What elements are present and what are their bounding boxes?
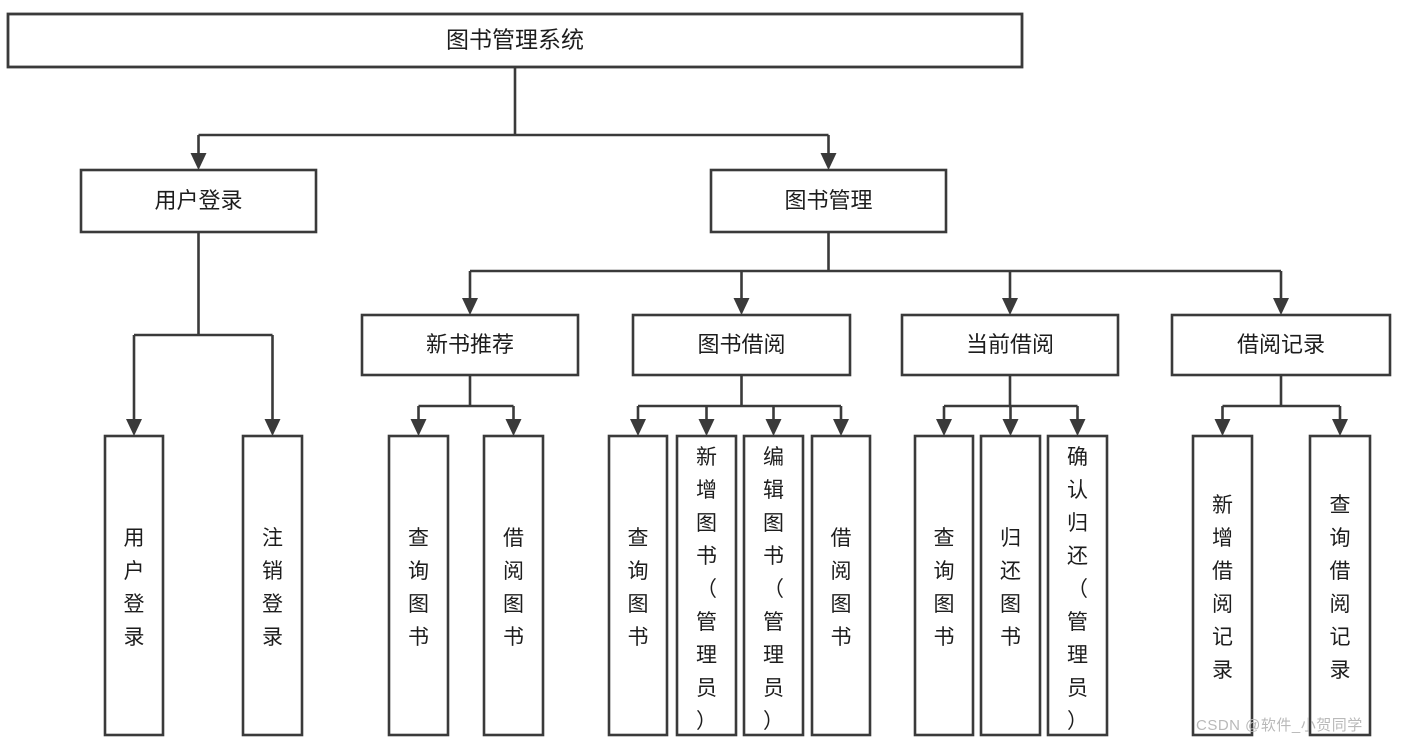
node-box[interactable] <box>482 434 545 737</box>
node-leaf-query-book-1[interactable]: 查询图书 <box>387 434 450 737</box>
node-label: 新书推荐 <box>426 332 514 357</box>
node-box[interactable] <box>742 434 805 737</box>
node-box[interactable] <box>675 434 738 737</box>
connectors-layer <box>126 67 1348 436</box>
arrow-head-icon <box>190 153 207 170</box>
node-label: 查询图书 <box>408 527 429 649</box>
node-label: 借阅图书 <box>503 527 524 649</box>
arrow-head-icon <box>1214 419 1231 436</box>
arrow-head-icon <box>936 419 952 436</box>
node-leaf-return-book[interactable]: 归还图书 <box>979 434 1042 737</box>
node-leaf-edit-book[interactable]: 编辑图书（管理员） <box>742 434 805 737</box>
node-leaf-query-book-2[interactable]: 查询图书 <box>607 434 669 737</box>
node-leaf-query-book-3[interactable]: 查询图书 <box>913 434 975 737</box>
arrow-head-icon <box>264 419 281 436</box>
node-label: 注销登录 <box>262 527 283 649</box>
node-label: 图书管理 <box>784 188 872 213</box>
node-box[interactable] <box>360 313 580 377</box>
arrow-head-icon <box>630 419 646 436</box>
arrow-head-icon <box>505 419 522 436</box>
node-box[interactable] <box>709 168 948 234</box>
node-borrow-record[interactable]: 借阅记录 <box>1170 313 1392 377</box>
node-box[interactable] <box>979 434 1042 737</box>
node-leaf-borrow-book-1[interactable]: 借阅图书 <box>482 434 545 737</box>
node-box[interactable] <box>900 313 1120 377</box>
node-leaf-logout[interactable]: 注销登录 <box>241 434 304 737</box>
arrow-head-icon <box>833 419 849 436</box>
arrow-head-icon <box>462 298 478 315</box>
connector-group-user-login <box>126 232 281 436</box>
connector-group-current-borrow <box>936 375 1086 436</box>
node-box[interactable] <box>607 434 669 737</box>
node-box[interactable] <box>1170 313 1392 377</box>
node-label: 图书借阅 <box>697 332 785 357</box>
node-label: 查询图书 <box>934 527 955 649</box>
connector-group-book-borrow <box>630 375 849 436</box>
node-root-root[interactable]: 图书管理系统 <box>6 12 1024 69</box>
node-box[interactable] <box>913 434 975 737</box>
node-label: 用户登录 <box>124 527 145 649</box>
arrow-head-icon <box>1002 298 1018 315</box>
arrow-head-icon <box>698 419 715 436</box>
node-leaf-add-record[interactable]: 新增借阅记录 <box>1191 434 1254 737</box>
node-box[interactable] <box>79 168 318 234</box>
arrow-head-icon <box>1002 419 1019 436</box>
node-leaf-borrow-book-2[interactable]: 借阅图书 <box>810 434 872 737</box>
node-label: 编辑图书（管理员） <box>763 446 784 733</box>
node-box[interactable] <box>241 434 304 737</box>
arrow-head-icon <box>1069 419 1086 436</box>
node-box[interactable] <box>810 434 872 737</box>
node-label: 确认归还（管理员） <box>1067 446 1088 733</box>
node-current-borrow[interactable]: 当前借阅 <box>900 313 1120 377</box>
node-box[interactable] <box>631 313 852 377</box>
node-box[interactable] <box>387 434 450 737</box>
arrow-head-icon <box>1332 419 1348 436</box>
node-leaf-query-record[interactable]: 查询借阅记录 <box>1308 434 1372 737</box>
node-label: 借阅记录 <box>1237 332 1325 357</box>
connector-group-book-manage <box>462 232 1289 315</box>
node-label: 新增借阅记录 <box>1212 494 1233 682</box>
arrow-head-icon <box>765 419 782 436</box>
node-box[interactable] <box>6 12 1024 69</box>
arrow-head-icon <box>410 419 427 436</box>
connector-group-root <box>190 67 837 170</box>
node-book-manage[interactable]: 图书管理 <box>709 168 948 234</box>
connector-group-new-book-recommend <box>410 375 522 436</box>
node-box[interactable] <box>1046 434 1109 737</box>
arrow-head-icon <box>126 419 142 436</box>
node-label: 查询图书 <box>628 527 649 649</box>
node-label: 新增图书（管理员） <box>696 446 717 733</box>
node-box[interactable] <box>1308 434 1372 737</box>
node-label: 归还图书 <box>1000 527 1021 649</box>
node-leaf-confirm-return[interactable]: 确认归还（管理员） <box>1046 434 1109 737</box>
arrow-head-icon <box>820 153 837 170</box>
node-label: 查询借阅记录 <box>1330 494 1351 682</box>
node-book-borrow[interactable]: 图书借阅 <box>631 313 852 377</box>
node-label: 当前借阅 <box>966 332 1054 357</box>
arrow-head-icon <box>1273 298 1289 315</box>
node-user-login[interactable]: 用户登录 <box>79 168 318 234</box>
node-box[interactable] <box>103 434 165 737</box>
arrow-head-icon <box>733 298 750 315</box>
node-label: 用户登录 <box>154 188 242 213</box>
node-label: 图书管理系统 <box>446 27 584 53</box>
csdn-watermark: CSDN @软件_小贺同学 <box>1196 717 1363 734</box>
node-leaf-add-book[interactable]: 新增图书（管理员） <box>675 434 738 737</box>
node-new-book-recommend[interactable]: 新书推荐 <box>360 313 580 377</box>
node-label: 借阅图书 <box>831 527 852 649</box>
nodes-layer: 图书管理系统用户登录图书管理新书推荐图书借阅当前借阅借阅记录用户登录注销登录查询… <box>6 12 1392 737</box>
node-box[interactable] <box>1191 434 1254 737</box>
connector-group-borrow-record <box>1214 375 1348 436</box>
node-leaf-user-login[interactable]: 用户登录 <box>103 434 165 737</box>
